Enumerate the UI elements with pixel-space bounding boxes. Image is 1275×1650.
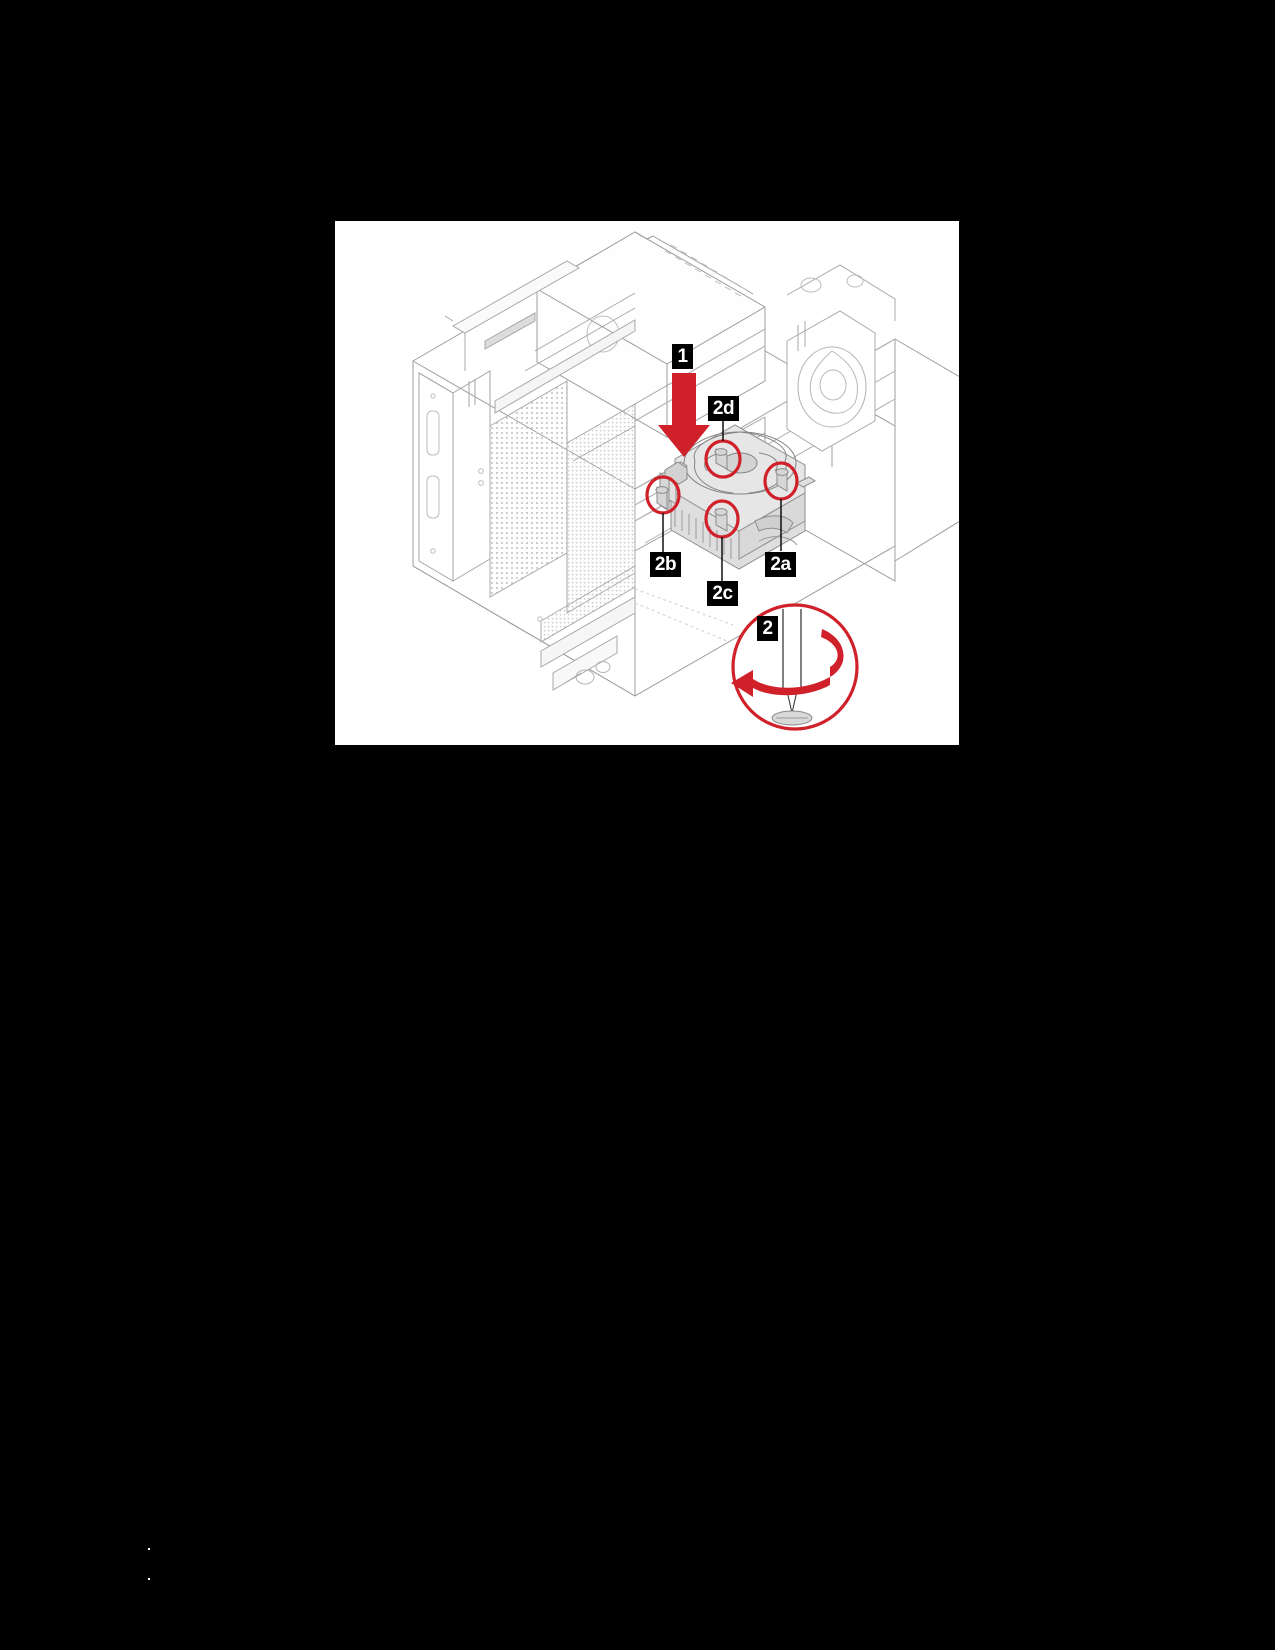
screw-turn-detail-view — [731, 603, 859, 731]
footer-speck-lower — [148, 1578, 150, 1580]
illustration-panel — [335, 221, 959, 745]
rear-chassis-fan — [786, 264, 896, 452]
footer-speck-upper — [148, 1548, 150, 1550]
insertion-arrow — [658, 373, 710, 457]
heat-sink-and-fan-assembly — [655, 424, 816, 570]
detail-view-guides — [634, 588, 734, 642]
callout-step-2b: 2b — [650, 552, 681, 577]
expansion-slot-area — [537, 565, 636, 691]
screw-head — [771, 690, 813, 726]
chassis-line-drawing — [412, 231, 959, 731]
callout-step-2d: 2d — [708, 396, 739, 421]
callout-step-2: 2 — [757, 616, 778, 641]
chassis-rails — [444, 260, 766, 611]
power-supply-unit — [536, 231, 766, 438]
callout-step-1: 1 — [672, 344, 693, 369]
captive-screws — [655, 448, 789, 532]
callout-step-2c: 2c — [707, 581, 738, 606]
psu-vent-ticks — [664, 244, 748, 297]
callout-step-2a: 2a — [765, 552, 796, 577]
counterclockwise-rotation-arrow — [731, 629, 844, 697]
drive-cage — [418, 370, 491, 582]
